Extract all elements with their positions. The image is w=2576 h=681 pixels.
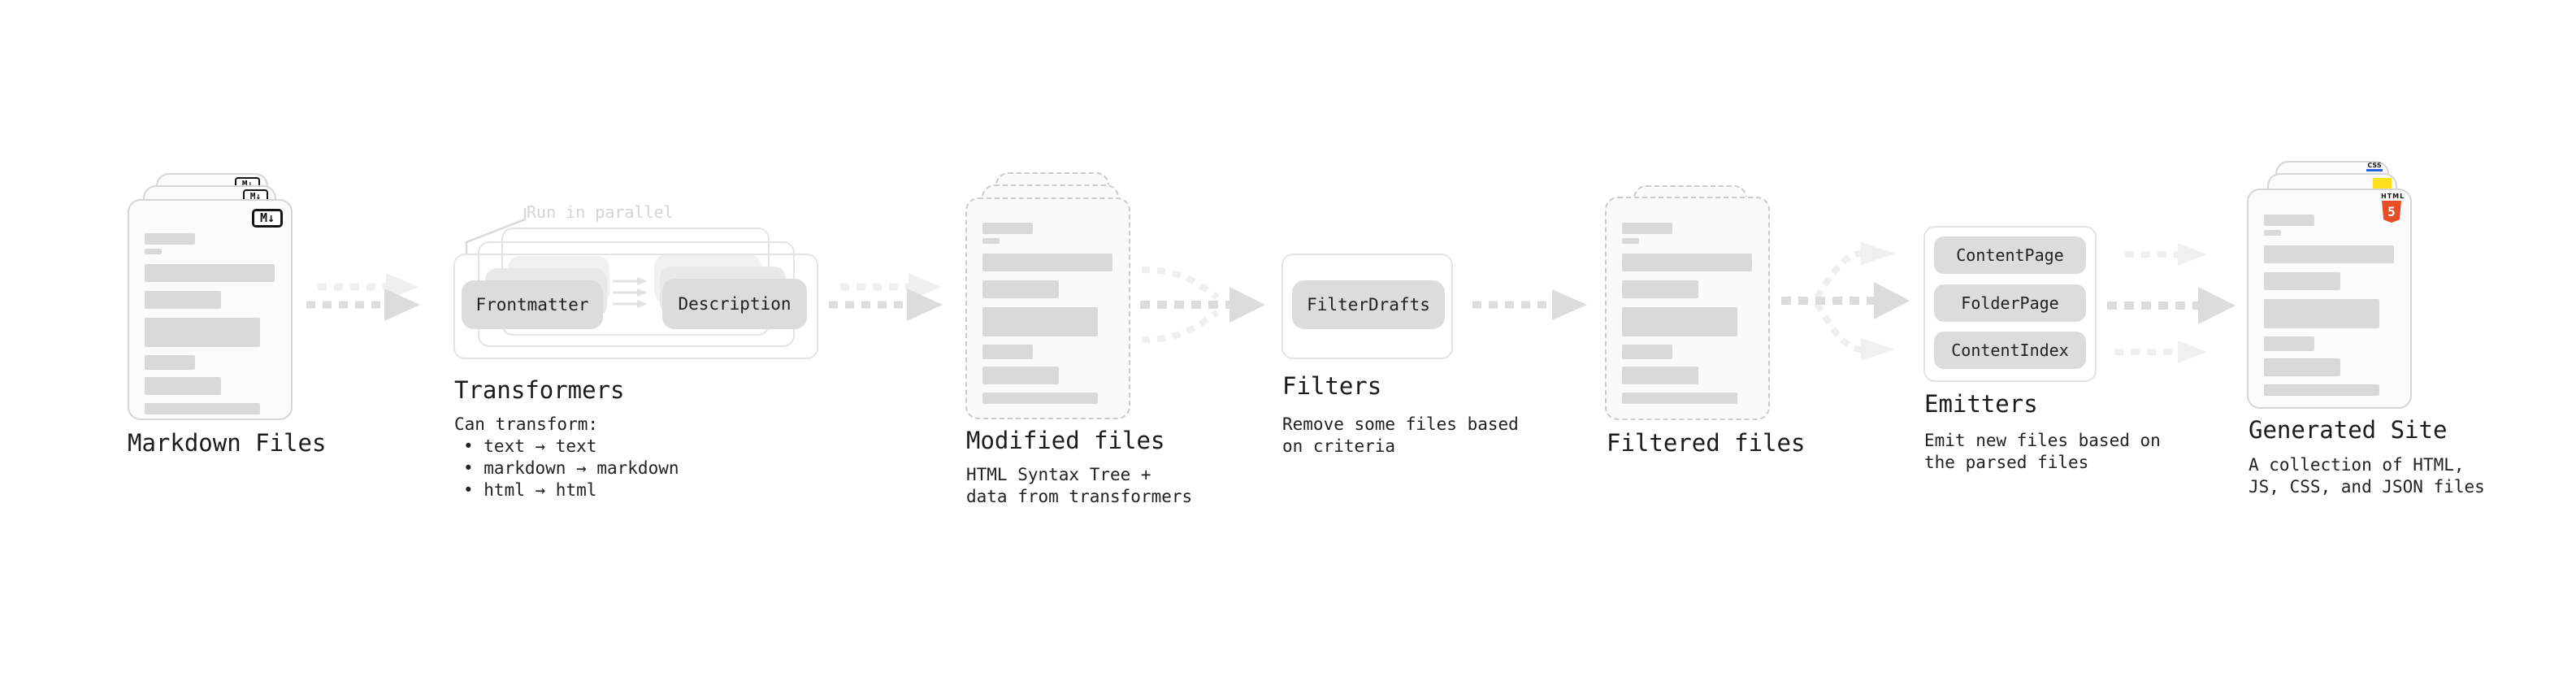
transformers-bullet-list: • text → text • markdown → markdown • ht… [463,436,679,501]
emitter-pill-folderpage: FolderPage [1934,284,2086,322]
note-line: A collection of HTML, [2249,455,2465,475]
placeholder-text-bar [1622,393,1738,404]
placeholder-text-bar [145,249,162,254]
html5-icon: HTML 5 [2381,193,2405,223]
stage-title-filtered-files: Filtered files [1607,429,1806,457]
file-content-placeholder [1622,223,1752,404]
transformer-pill-arrows [613,277,648,308]
flow-arrow-emitters-to-generated [2107,243,2236,363]
markdown-icon: M↓ [252,209,283,228]
note-line: data from transformers [966,487,1193,506]
bullet-item: • markdown → markdown [463,458,679,478]
placeholder-text-bar [145,377,222,395]
markdown-file-card: M↓ [128,199,293,420]
stage-title-modified-files: Modified files [966,427,1165,454]
placeholder-text-bar [145,355,196,370]
note-line: HTML Syntax Tree + [966,465,1151,484]
file-content-placeholder [982,223,1112,404]
placeholder-text-bar [1622,238,1639,244]
javascript-icon [2373,178,2392,189]
generated-file-card-html [2247,189,2412,409]
placeholder-text-bar [982,280,1060,298]
placeholder-text-bar [982,223,1034,234]
flow-arrow-modified-to-filters [1140,267,1265,343]
placeholder-text-bar [2264,384,2380,396]
emitter-pill-contentpage: ContentPage [1934,236,2086,274]
note-line: JS, CSS, and JSON files [2249,477,2485,497]
placeholder-text-bar [2264,299,2380,328]
transformer-pill-description: Description [662,279,807,329]
flow-arrow-filters-to-filtered [1472,289,1587,320]
emitter-pill-contentindex: ContentIndex [1934,332,2086,369]
filter-pill-filterdrafts: FilterDrafts [1292,280,1445,329]
html5-icon-label: HTML [2381,193,2405,200]
placeholder-text-bar [982,238,1000,244]
placeholder-text-bar [2264,215,2315,226]
placeholder-text-bar [2264,245,2394,263]
bullet-item: • text → text [463,436,597,456]
placeholder-text-bar [1622,345,1673,359]
run-in-parallel-callout-line [465,208,527,254]
modified-file-card [965,197,1130,419]
placeholder-text-bar [1622,307,1738,336]
transformer-layer-box [453,254,818,359]
run-in-parallel-label: Run in parallel [527,202,674,222]
placeholder-text-bar [2264,272,2341,290]
note-line: the parsed files [1924,453,2089,472]
generated-site-note: A collection of HTML, JS, CSS, and JSON … [2249,454,2485,498]
html5-icon-shield: 5 [2382,201,2401,223]
stage-title-generated-site: Generated Site [2249,416,2448,444]
flow-arrow-filtered-to-emitters [1781,242,1910,361]
note-line: Emit new files based on [1924,431,2161,450]
file-content-placeholder [2264,215,2394,396]
placeholder-text-bar [982,345,1034,359]
placeholder-text-bar [1622,280,1699,298]
placeholder-text-bar [145,318,261,347]
placeholder-text-bar [145,264,275,282]
placeholder-text-bar [982,254,1112,271]
placeholder-text-bar [982,307,1099,336]
flow-arrow-transformers-to-modified [829,273,943,321]
placeholder-text-bar [145,403,261,414]
placeholder-text-bar [2264,358,2341,376]
stage-title-transformers: Transformers [454,376,625,404]
bullet-item: • html → html [463,480,597,500]
stage-title-emitters: Emitters [1924,390,2038,418]
emitters-box [1923,226,2097,382]
placeholder-text-bar [1622,367,1699,384]
emitters-note: Emit new files based on the parsed files [1924,430,2161,474]
placeholder-text-bar [1622,223,1673,234]
placeholder-text-bar [982,393,1099,404]
note-line: Remove some files based [1282,414,1519,434]
css-icon: CSS [2366,163,2383,171]
modified-files-note: HTML Syntax Tree + data from transformer… [966,464,1192,508]
placeholder-text-bar [982,367,1060,384]
file-content-placeholder [145,233,275,414]
filtered-file-card [1605,197,1770,420]
placeholder-text-bar [145,291,222,309]
filters-note: Remove some files based on criteria [1282,414,1519,458]
transformer-pill-frontmatter: Frontmatter [462,280,603,329]
placeholder-text-bar [145,233,196,245]
stage-title-filters: Filters [1282,372,1382,400]
transformers-note-heading: Can transform: [454,414,599,434]
placeholder-text-bar [1622,254,1752,271]
note-line: on criteria [1282,436,1396,456]
flow-arrow-markdown-to-transformers [306,273,420,321]
stage-title-markdown-files: Markdown Files [128,429,327,457]
placeholder-text-bar [2264,336,2315,351]
filters-box [1281,254,1453,359]
placeholder-text-bar [2264,230,2281,236]
